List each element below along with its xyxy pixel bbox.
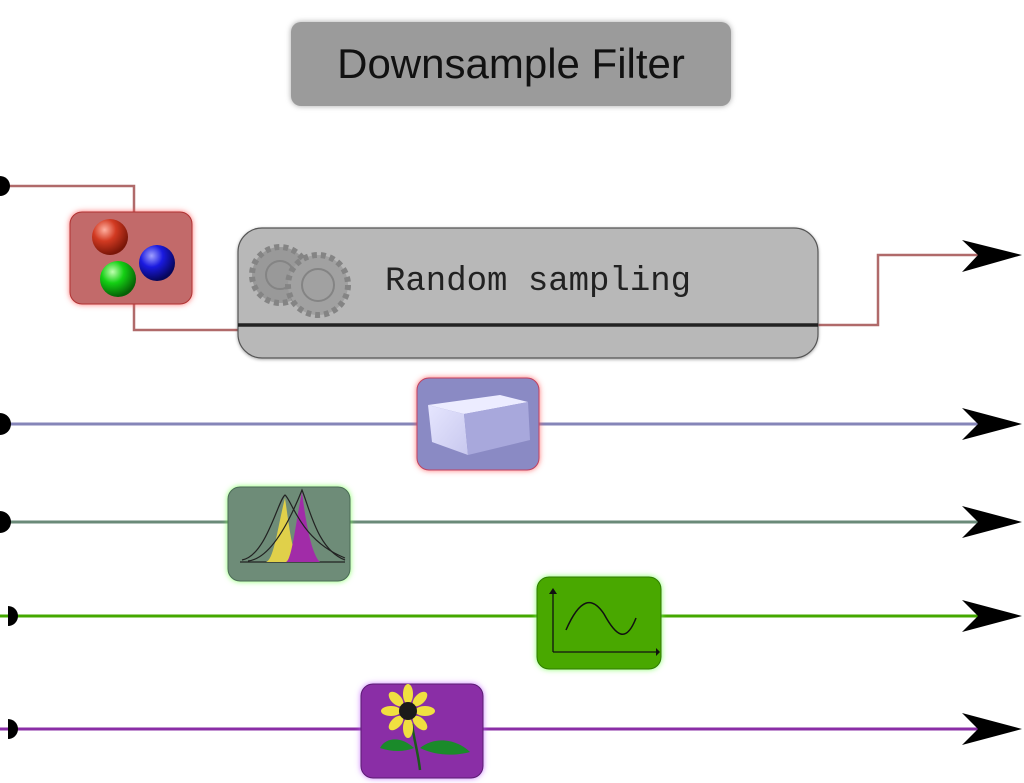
signal-node[interactable] — [536, 576, 662, 670]
sunflower-icon — [380, 684, 470, 771]
color-balls-icon — [92, 219, 175, 297]
input-port-signal[interactable] — [8, 606, 18, 626]
color-output-connector — [818, 253, 985, 327]
input-port-box[interactable] — [0, 413, 11, 435]
box-3d-icon — [428, 395, 530, 455]
title-box: Downsample Filter — [291, 22, 731, 106]
output-arrow-flower — [962, 713, 1022, 745]
input-port-distribution[interactable] — [0, 511, 11, 533]
channel-distribution — [0, 506, 1022, 538]
input-port-flower[interactable] — [8, 719, 18, 739]
output-arrow-color — [962, 240, 1022, 272]
channel-flower — [0, 713, 1022, 745]
process-label: Random sampling — [385, 263, 691, 301]
random-sampling-block[interactable] — [237, 227, 819, 359]
channel-signal — [0, 600, 1022, 632]
sine-wave-icon — [549, 588, 660, 656]
distribution-curves-icon — [240, 488, 346, 563]
output-arrow-box — [962, 408, 1022, 440]
input-port-color[interactable] — [0, 176, 10, 196]
diagram-title: Downsample Filter — [337, 40, 685, 87]
output-arrow-signal — [962, 600, 1022, 632]
gears-icon — [249, 244, 351, 318]
output-arrow-distribution — [962, 506, 1022, 538]
